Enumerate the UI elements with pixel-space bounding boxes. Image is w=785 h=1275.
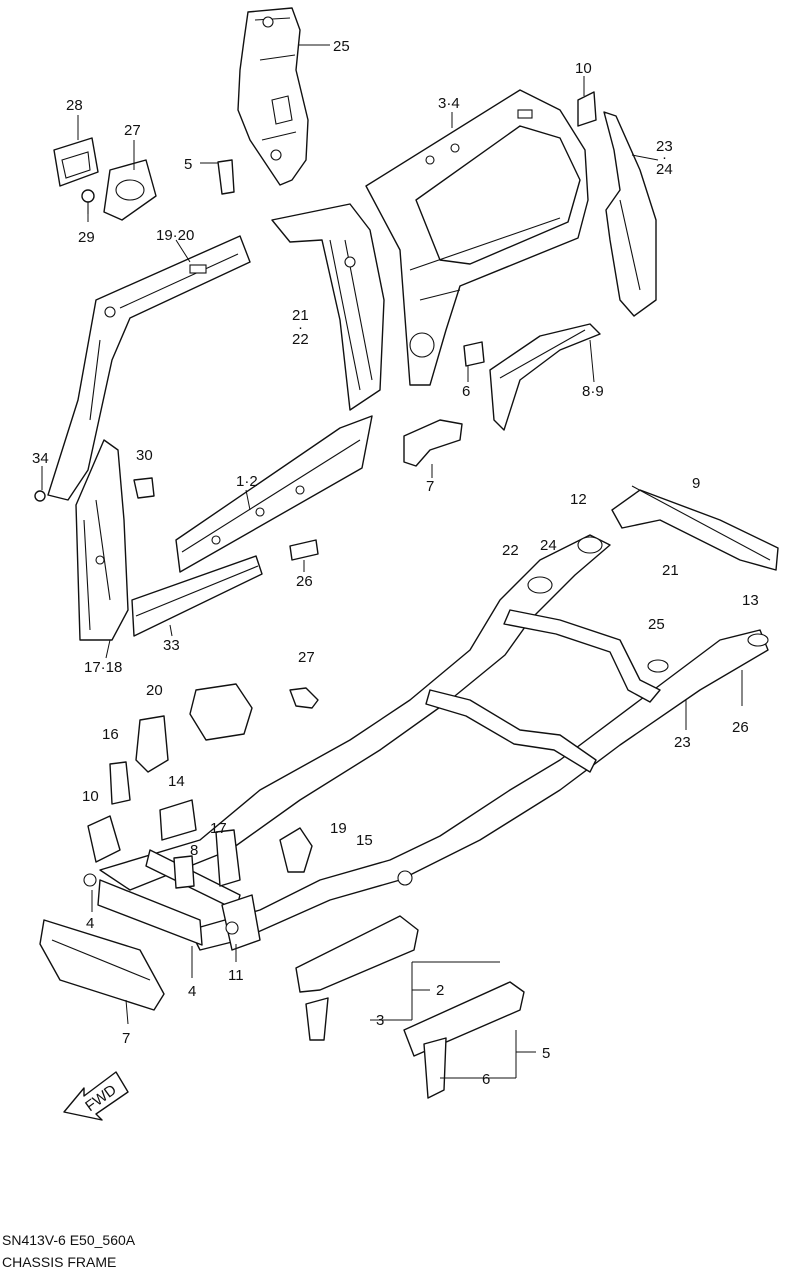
part-8-9-wheel-housing [489, 323, 601, 431]
label-12-frame: 12 [570, 491, 587, 508]
part-33-sill-reinf [131, 555, 263, 637]
label-5-detail: 5 [542, 1045, 550, 1062]
label-25-frame: 25 [648, 616, 665, 633]
part-34-screw [34, 490, 46, 502]
label-7-upper: 7 [426, 478, 434, 495]
label-29: 29 [78, 229, 95, 246]
label-11-frame: 11 [228, 967, 244, 984]
label-30: 30 [136, 447, 153, 464]
label-19-20: 19·20 [156, 227, 194, 244]
label-26-upper: 26 [296, 573, 313, 590]
part-17-18-pillar-lower [75, 439, 129, 641]
label-5: 5 [184, 156, 192, 173]
label-17-18: 17·18 [84, 659, 122, 676]
part-6-upper-bracket [463, 341, 485, 367]
label-27: 27 [124, 122, 141, 139]
label-6-detail: 6 [482, 1071, 490, 1088]
part-3-4-side-panel [365, 89, 589, 386]
part-29-bolt [81, 189, 95, 214]
label-19-frame: 19 [330, 820, 347, 837]
label-3-4: 3·4 [438, 95, 460, 112]
label-15-frame: 15 [356, 832, 373, 849]
part-26-upper-clip [289, 539, 319, 561]
fwd-arrow: FWD [63, 1071, 129, 1121]
label-20-frame: 20 [146, 682, 163, 699]
part-27-fuel-lid [103, 159, 157, 221]
leader-lines [41, 44, 743, 1079]
part-labels: 25 28 27 5 29 19·20 21 · 22 3·4 10 23 · … [32, 38, 759, 1088]
part-19-20-quarter-upper [47, 235, 251, 501]
part-7-upper-bracket [403, 419, 463, 467]
label-27-frame: 27 [298, 649, 315, 666]
label-13-frame: 13 [742, 592, 759, 609]
diagram-code: SN413V-6 E50_560A [2, 1232, 136, 1248]
part-27-frame-bolt [289, 687, 319, 709]
label-33: 33 [163, 637, 180, 654]
detail-parts-2-3-5-6 [295, 915, 525, 1099]
chassis-frame [83, 534, 769, 951]
label-10-upper: 10 [575, 60, 592, 77]
label-8-frame: 8 [190, 842, 198, 859]
part-5-bracket [217, 159, 235, 195]
label-21-frame: 21 [662, 562, 679, 579]
part-25-upper-pillar [237, 7, 309, 186]
label-24-frame: 24 [540, 537, 557, 554]
diagram-title: CHASSIS FRAME [2, 1254, 117, 1270]
label-23-upper: 23 [656, 138, 673, 155]
label-10-frame: 10 [82, 788, 99, 805]
label-14-frame: 14 [168, 773, 185, 790]
part-1-2-sill [175, 415, 373, 573]
label-8-9: 8·9 [582, 383, 604, 400]
label-2-detail: 2 [436, 982, 444, 999]
label-22-frame: 22 [502, 542, 519, 559]
label-3-detail: 3 [376, 1012, 384, 1029]
label-9-frame: 9 [692, 475, 700, 492]
label-4-rear: 4 [188, 983, 196, 1000]
label-23-frame: 23 [674, 734, 691, 751]
part-21-22-center-pillar [271, 203, 385, 411]
label-25: 25 [333, 38, 350, 55]
part-7-skid-plate [39, 919, 165, 1011]
label-6-upper: 6 [462, 383, 470, 400]
label-22: 22 [292, 331, 309, 348]
svg-text:·: · [662, 149, 667, 166]
label-17-frame: 17 [210, 820, 227, 837]
label-34: 34 [32, 450, 49, 467]
label-7-frame: 7 [122, 1030, 130, 1047]
part-10-upper-bracket [577, 91, 597, 127]
label-21: 21 [292, 307, 309, 324]
label-26-frame: 26 [732, 719, 749, 736]
part-9-21-stay [611, 485, 779, 571]
part-23-24-rear-pillar [603, 111, 657, 317]
svg-text:·: · [298, 319, 303, 336]
label-28: 28 [66, 97, 83, 114]
label-1-2: 1·2 [236, 473, 258, 490]
part-28-plate [53, 137, 99, 187]
label-24-upper: 24 [656, 161, 673, 178]
part-30-clip [133, 477, 155, 499]
label-4-front: 4 [86, 915, 94, 932]
label-16-frame: 16 [102, 726, 119, 743]
frame-small-brackets [109, 715, 241, 889]
